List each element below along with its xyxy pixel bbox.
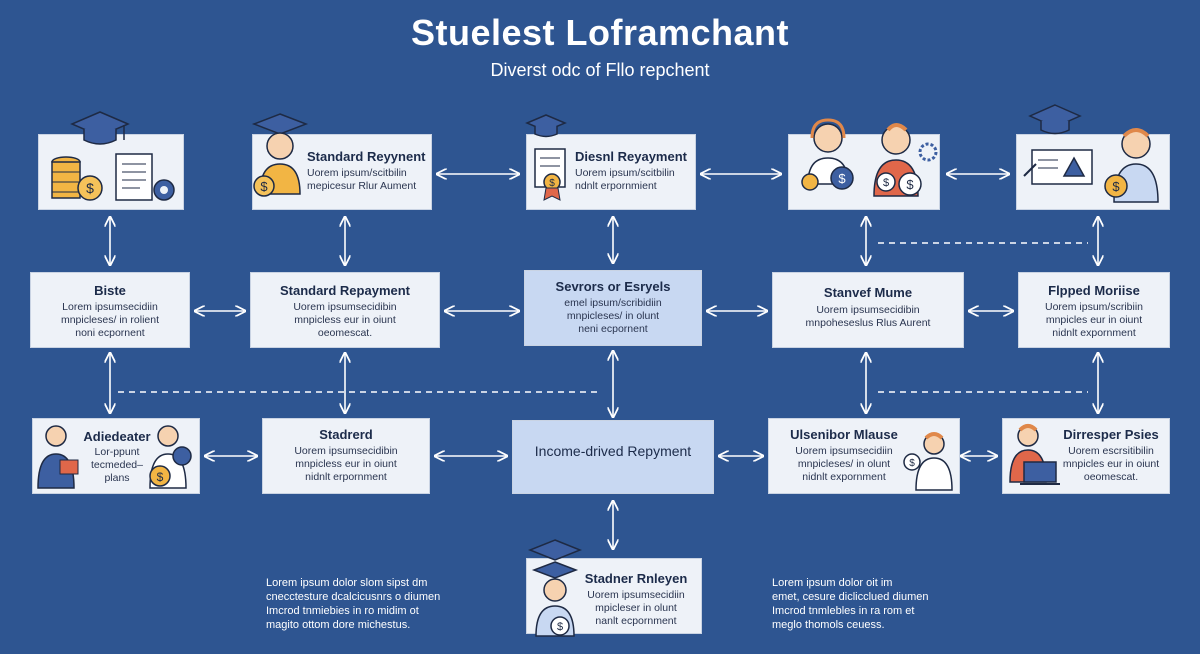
graduate-person-icon: $ bbox=[251, 113, 309, 197]
page-subtitle: Diverst odc of Fllo repchent bbox=[490, 60, 710, 80]
box-income-drived-repyment: Income-drived Repyment bbox=[512, 420, 714, 494]
box-title: Adiedeater bbox=[83, 429, 151, 444]
svg-text:$: $ bbox=[260, 179, 268, 194]
box-biste: Biste Lorem ipsumsecidiin mnpicleses/ in… bbox=[30, 272, 190, 348]
person-dollar-icon: $ bbox=[903, 432, 953, 491]
easel-icon bbox=[1023, 149, 1093, 185]
box-title: Biste bbox=[94, 283, 126, 298]
box-title: Standard Reyynent bbox=[307, 149, 426, 164]
box-title: Stadner Rnleyen bbox=[584, 571, 688, 586]
box-desc: Uorem ipsum/scitbilin mepicesur Rlur Aum… bbox=[307, 167, 417, 192]
document-icon bbox=[115, 153, 175, 201]
box-desc: Uorem ipsum/scribiin mnpicles eur in oiu… bbox=[1044, 301, 1144, 339]
box-desc: Uorem ipsumsecidibin mnpicless eur in oi… bbox=[293, 301, 397, 339]
svg-text:$: $ bbox=[86, 180, 94, 196]
box-desc: Uorem ipsumsecidiin mpicleser in olunt n… bbox=[587, 589, 685, 627]
svg-text:$: $ bbox=[157, 470, 164, 484]
box-desc: Uorem escrsitibilin mnpicles eur in oiun… bbox=[1062, 445, 1160, 483]
box-title: Standard Repayment bbox=[279, 283, 411, 298]
box-title: Stadrerd bbox=[319, 427, 373, 442]
svg-text:$: $ bbox=[1112, 179, 1120, 194]
box-title: Income-drived Repyment bbox=[534, 443, 692, 459]
person-icon bbox=[37, 425, 79, 489]
graduation-cap-icon bbox=[70, 111, 130, 145]
box-flpped-moriise: Flpped Moriise Uorem ipsum/scribiin mnpi… bbox=[1018, 272, 1170, 348]
certificate-icon: $ bbox=[534, 148, 566, 201]
box-title: Diesnl Reyayment bbox=[575, 149, 687, 164]
svg-text:$: $ bbox=[906, 177, 914, 192]
svg-text:$: $ bbox=[909, 458, 915, 469]
box-desc: Lor-ppunt tecmeded– plans bbox=[91, 446, 143, 484]
box-desc: Uorem ipsumsecidibin mnpoheseslus Rlus A… bbox=[805, 304, 931, 329]
page-title: Stuelest Loframchant bbox=[410, 12, 790, 53]
box-title: Flpped Moriise bbox=[1048, 283, 1140, 298]
box-desc: Uorem ipsumsecidibin mnpicless eur in oi… bbox=[294, 445, 398, 483]
laptop-person-icon bbox=[1009, 424, 1060, 485]
person-dollar-icon: $ bbox=[149, 425, 192, 489]
graduate-person-icon: $ bbox=[527, 539, 583, 637]
footer-note-left: Lorem ipsum dolor slom sipst dm cnecctes… bbox=[266, 577, 441, 631]
headset-person-icon: $ bbox=[801, 118, 854, 191]
person-dollar-icon: $ $ bbox=[873, 123, 938, 197]
person-icon: $ bbox=[1104, 128, 1159, 203]
box-standard-repayment: Standard Repayment Uorem ipsumsecidibin … bbox=[250, 272, 440, 348]
box-stanvef-mume: Stanvef Mume Uorem ipsumsecidibin mnpohe… bbox=[772, 272, 964, 348]
svg-text:$: $ bbox=[838, 171, 846, 186]
box-title: Sevrors or Esryels bbox=[555, 279, 671, 294]
box-desc: emel ipsum/scribidiin mnpicleses/ in olu… bbox=[564, 297, 662, 335]
box-title: Stanvef Mume bbox=[823, 285, 913, 300]
box-desc: Lorem ipsumsecidiin mnpicleses/ in rolie… bbox=[60, 301, 160, 339]
footer-note-right: Lorem ipsum dolor oit im emet, cesure di… bbox=[772, 577, 929, 631]
svg-text:$: $ bbox=[883, 177, 889, 189]
graduation-cap-icon bbox=[525, 114, 567, 138]
box-title: Dirresper Psies bbox=[1063, 427, 1159, 442]
graduation-cap-icon bbox=[1028, 104, 1082, 135]
box-desc: Uorem ipsum/scitbilin ndnlt erpornmient bbox=[575, 167, 675, 192]
box-desc: Uorem ipsumsecidiin mnpicleses/ in olunt… bbox=[795, 445, 893, 483]
box-sevrors-or-esryels: Sevrors or Esryels emel ipsum/scribidiin… bbox=[524, 270, 702, 346]
svg-text:$: $ bbox=[557, 621, 563, 633]
coin-stack-icon: $ bbox=[51, 156, 103, 201]
box-title: Ulsenibor Mlause bbox=[790, 427, 898, 442]
svg-text:$: $ bbox=[549, 178, 555, 189]
box-stadrerd: Stadrerd Uorem ipsumsecidibin mnpicless … bbox=[262, 418, 430, 494]
